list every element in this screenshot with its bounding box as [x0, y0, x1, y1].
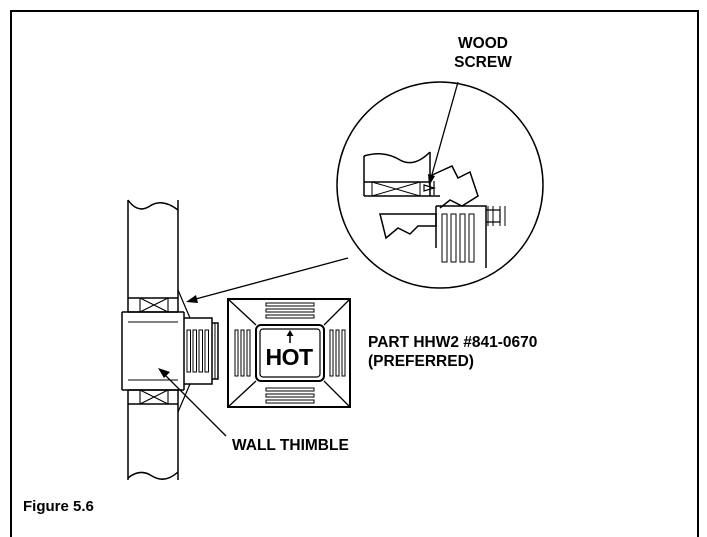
detail-callout: [336, 81, 544, 289]
wood-screw-label-line1: WOOD: [458, 35, 508, 52]
arrowhead-wood-screw: [428, 174, 435, 186]
hot-marking-label: HOT: [265, 344, 313, 370]
arrowhead-thimble: [158, 368, 170, 378]
wall-thimble-label: WALL THIMBLE: [232, 437, 349, 454]
part-number-line2: (PREFERRED): [368, 353, 474, 370]
leader-lines: [163, 81, 459, 437]
part-number-label: PART HHW2 #841-0670 (PREFERRED): [368, 333, 537, 371]
figure-caption: Figure 5.6: [23, 498, 94, 515]
thimble-front-view: [227, 298, 351, 408]
wood-screw-label: WOOD SCREW: [448, 34, 518, 72]
wall-frame: [121, 199, 219, 480]
figure-border: [10, 10, 699, 537]
wood-screw: [423, 184, 437, 192]
part-number-line1: PART HHW2 #841-0670: [368, 334, 538, 351]
wood-screw-label-line2: SCREW: [454, 54, 512, 71]
arrowhead-flange: [186, 295, 198, 303]
